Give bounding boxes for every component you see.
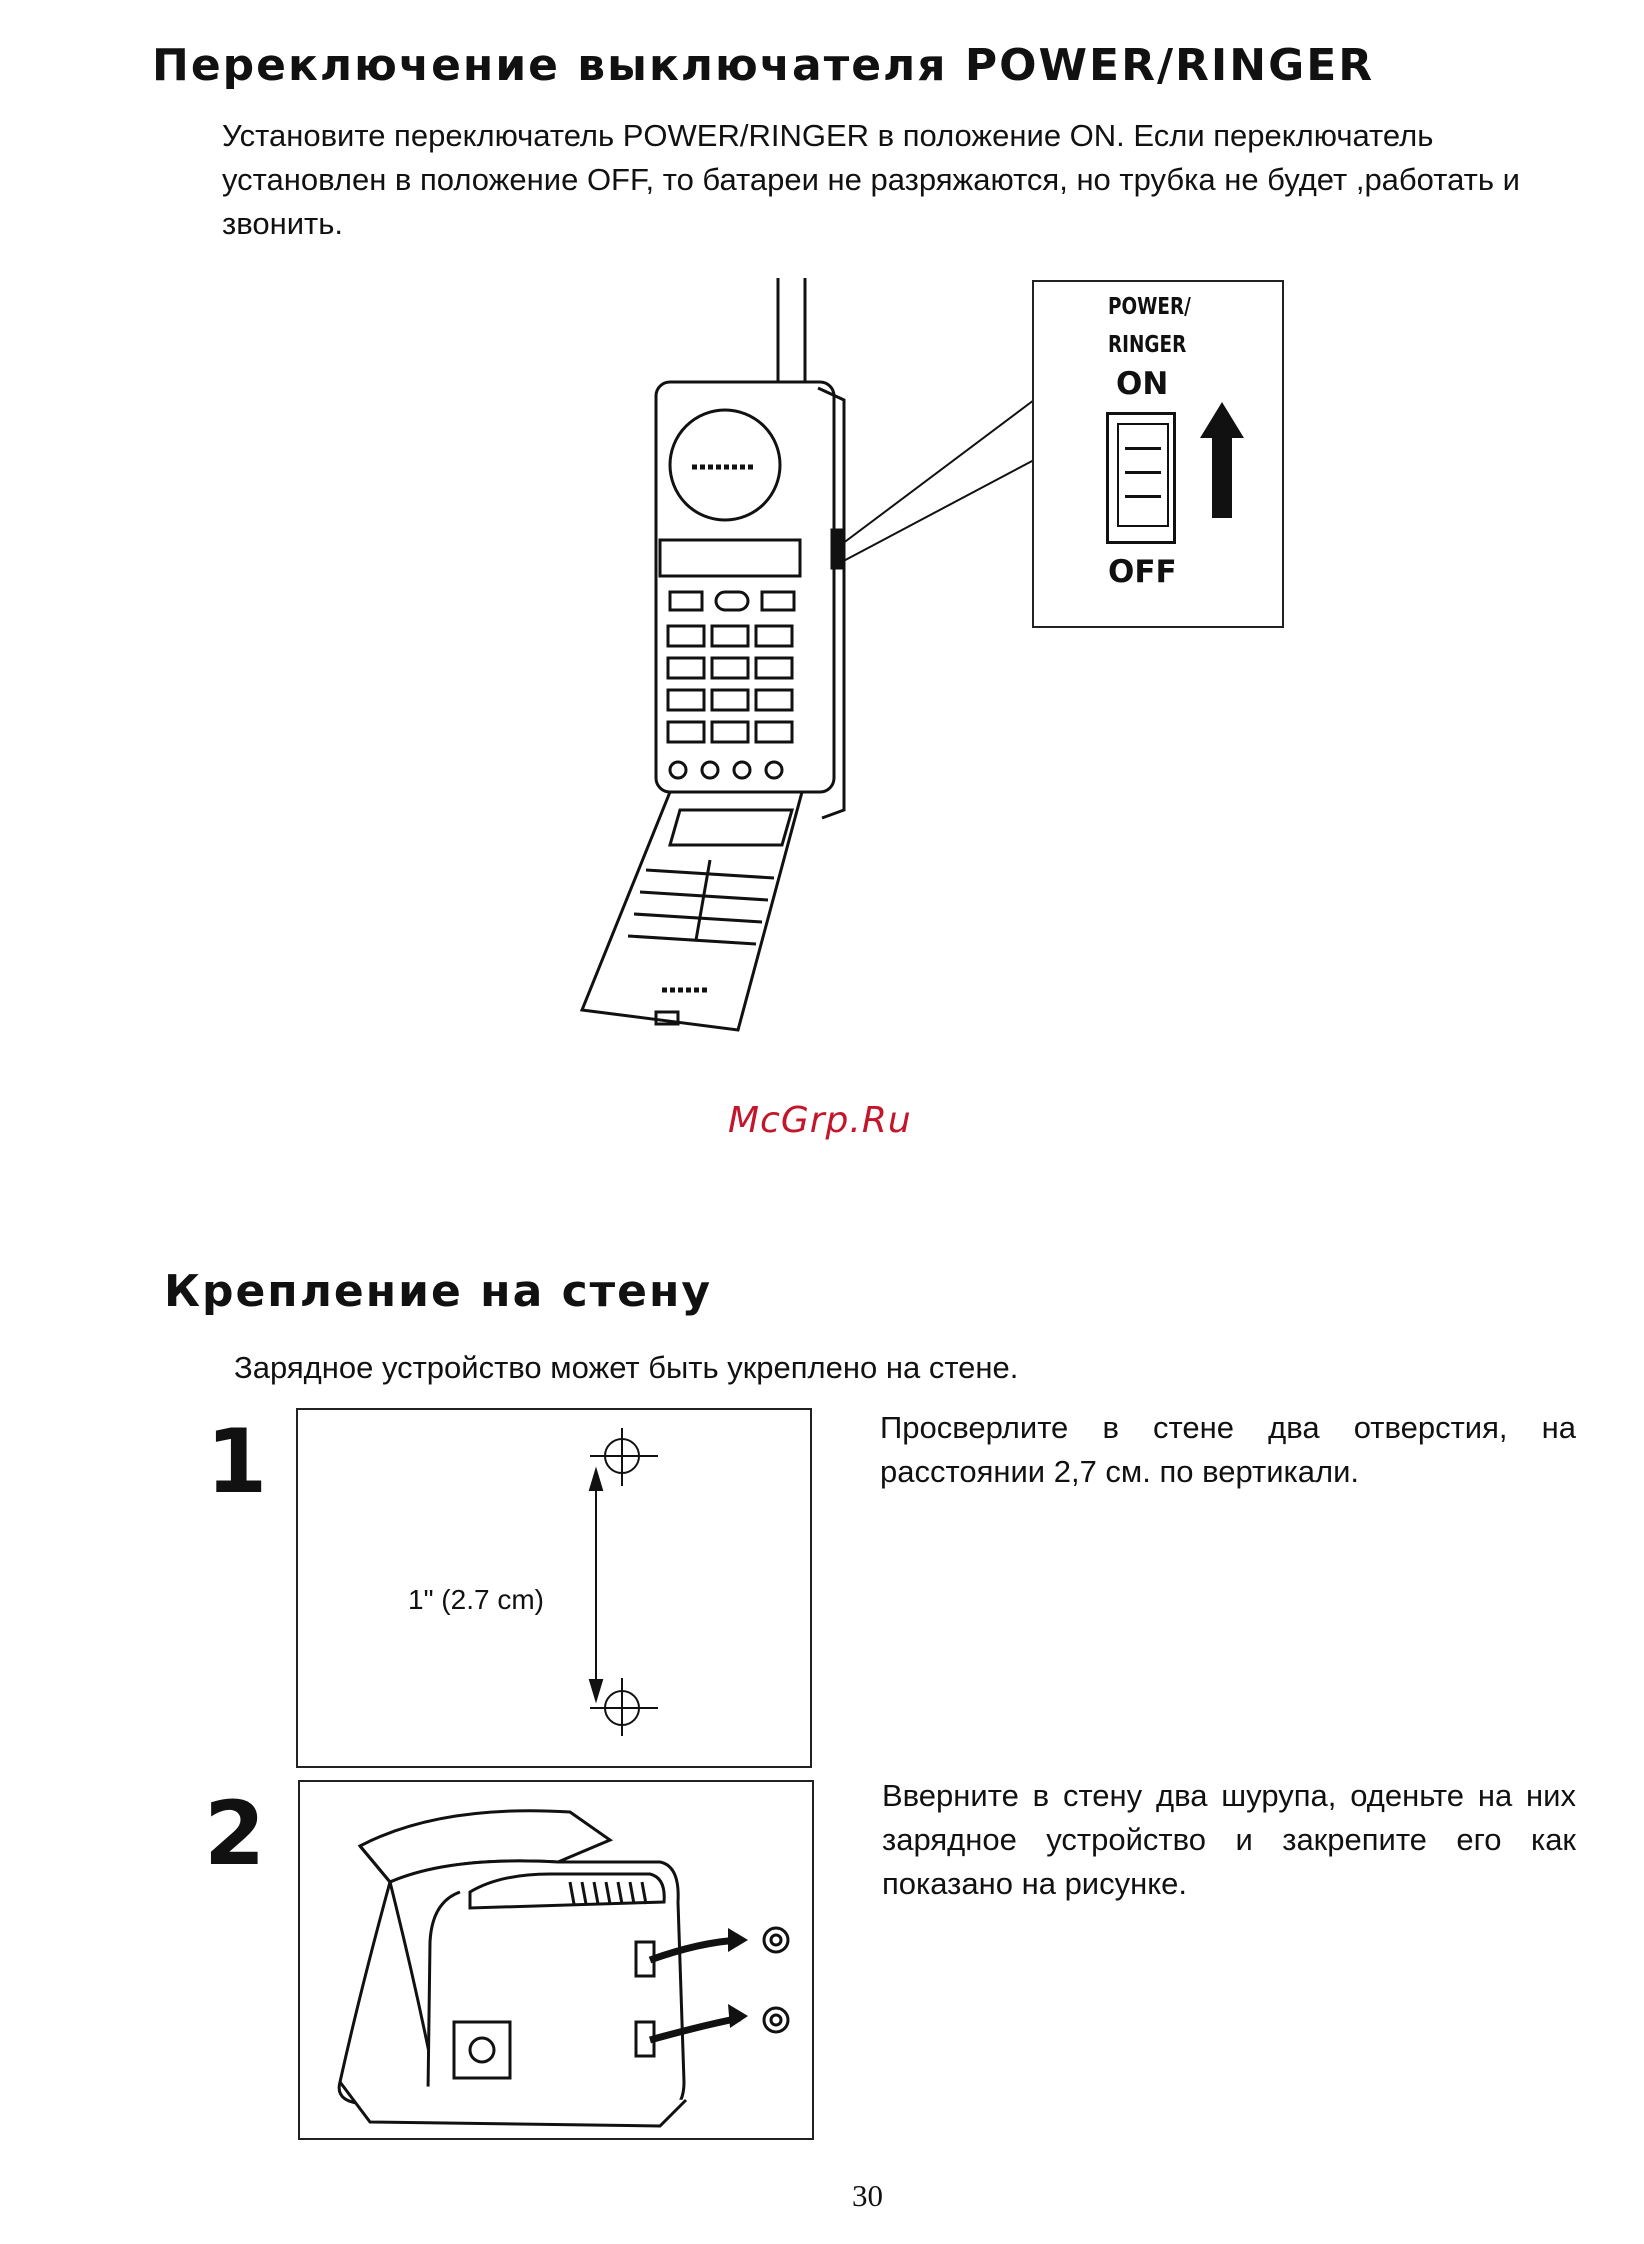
page-number: 30	[852, 2178, 883, 2213]
power-ringer-callout: POWER/ RINGER ON OFF	[1032, 280, 1284, 628]
wall-mount-intro: Зарядное устройство может быть укреплено…	[234, 1350, 1019, 1385]
section-power-ringer-title: Переключение выключателя POWER/RINGER	[152, 40, 1375, 91]
step-2-text: Вверните в стену два шурупа, оденьте на …	[882, 1778, 1576, 1901]
callout-label-line2: RINGER	[1108, 332, 1187, 358]
step-2-charger-diagram	[298, 1780, 814, 2140]
power-ringer-paragraph: Установите переключатель POWER/RINGER в …	[222, 118, 1520, 241]
step-1-text: Просверлите в стене два отверстия, на ра…	[880, 1410, 1576, 1489]
arrow-up-icon	[1200, 402, 1244, 518]
step-1-number: 1	[206, 1410, 268, 1513]
callout-label: POWER/ RINGER	[1108, 294, 1191, 358]
off-label: OFF	[1108, 554, 1177, 590]
step-1-drill-diagram: 1" (2.7 cm)	[296, 1408, 812, 1768]
callout-leader-lines	[820, 380, 1040, 580]
step-2-number: 2	[204, 1782, 266, 1885]
handset-illustration	[560, 270, 860, 1040]
on-label: ON	[1116, 366, 1169, 402]
section-wall-mount-title: Крепление на стену	[164, 1266, 713, 1317]
slide-switch	[1106, 412, 1176, 544]
watermark-text: McGrp.Ru	[728, 1100, 912, 1141]
callout-label-line1: POWER/	[1108, 294, 1191, 320]
hole-distance-label: 1" (2.7 cm)	[408, 1584, 544, 1615]
